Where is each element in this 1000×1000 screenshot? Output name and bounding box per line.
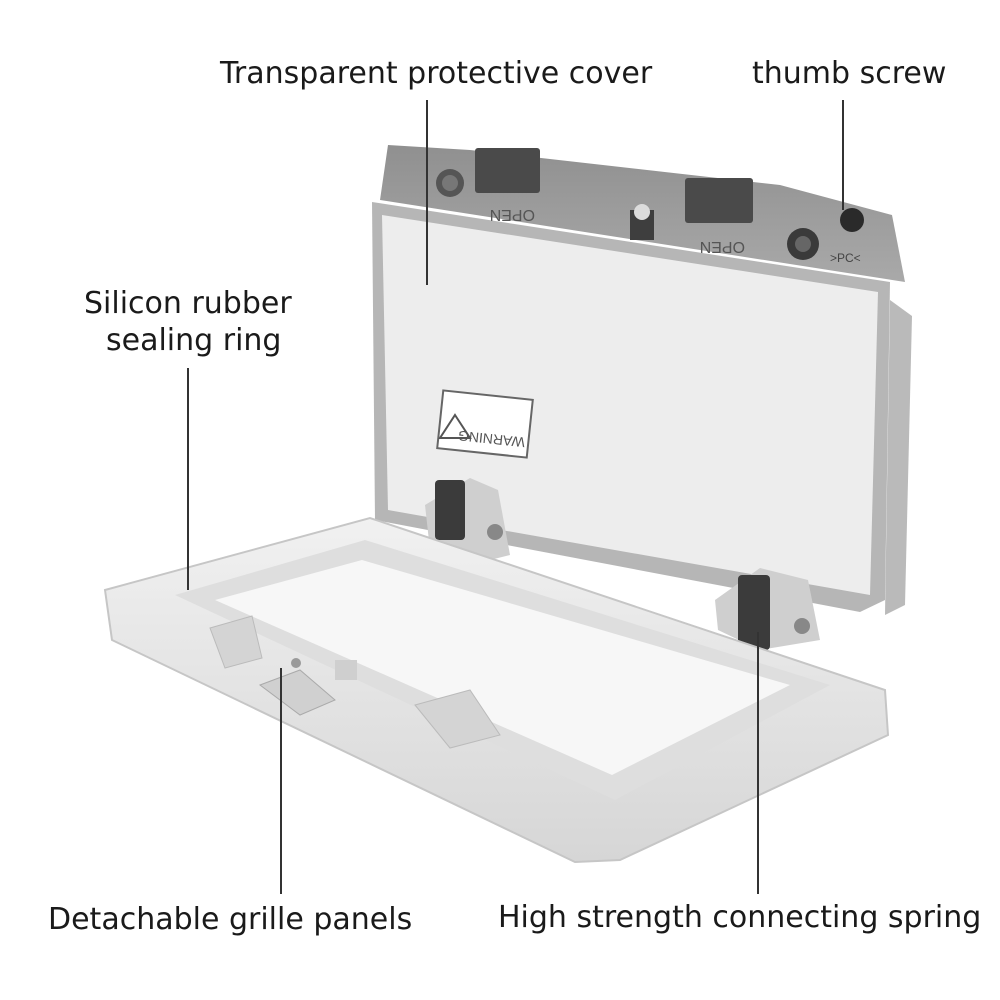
lid-top-flange: OPEN OPEN >PC< (380, 145, 905, 282)
warning-label: WARNING (436, 389, 534, 459)
hinge-right (715, 568, 820, 650)
thumb-screw-leader-line (842, 100, 844, 210)
grille-leader-line (280, 668, 282, 894)
warning-text: WARNING (457, 428, 525, 451)
open-text-left: OPEN (490, 206, 535, 223)
hinge-left (425, 478, 510, 565)
pc-mark-text: >PC< (830, 251, 861, 265)
sealing-ring-leader-line (187, 368, 189, 590)
sealing-ring-label-line2: sealing ring (106, 323, 282, 358)
sealing-ring-label-line1: Silicon rubber (84, 286, 292, 321)
grille-label: Detachable grille panels (48, 902, 413, 937)
spring-leader-line (757, 632, 759, 894)
grille-panel (209, 615, 501, 749)
cover-leader-line (426, 100, 428, 285)
spring-label: High strength connecting spring (498, 900, 982, 935)
thumb-screw-label: thumb screw (752, 56, 947, 91)
open-text-right: OPEN (700, 238, 745, 255)
cover-label: Transparent protective cover (220, 56, 653, 91)
base-frame (103, 516, 890, 864)
